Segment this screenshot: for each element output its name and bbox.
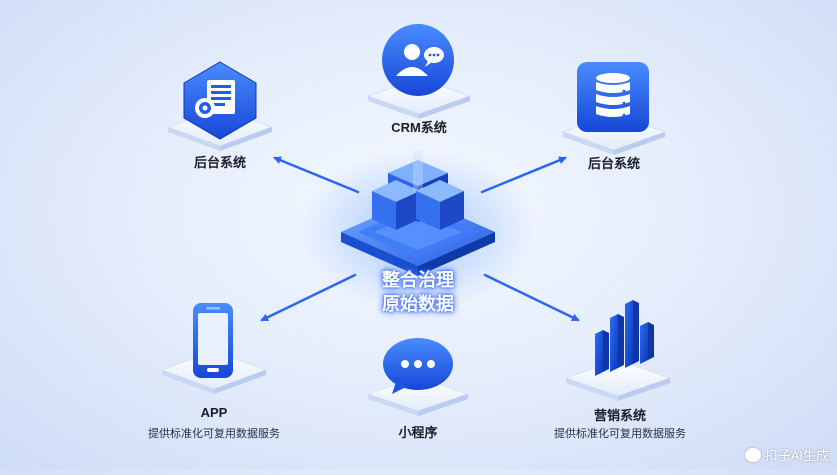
- arrow-to-backend-left: [273, 156, 360, 194]
- data-cubes-icon: [372, 150, 464, 230]
- bar-chart-icon: [595, 300, 654, 376]
- watermark: 扣子AI生成: [744, 445, 829, 464]
- node-crm: [366, 24, 472, 119]
- backend-left-label: 后台系统: [193, 155, 246, 170]
- marketing-label: 营销系统: [593, 408, 646, 423]
- node-backend-right: [561, 62, 667, 155]
- arrow-to-marketing: [483, 273, 580, 322]
- chat-bubble-icon: [383, 338, 453, 394]
- node-marketing: [564, 300, 672, 401]
- app-label: APP: [200, 405, 228, 420]
- center-title-line2: 原始数据: [382, 294, 454, 314]
- arrow-to-backend-right: [480, 156, 567, 194]
- center-title: 整合治理 原始数据: [358, 268, 478, 316]
- watermark-text: 扣子AI生成: [764, 448, 829, 463]
- app-sublabel: 提供标准化可复用数据服务: [148, 428, 280, 440]
- node-app: [160, 303, 268, 394]
- center-title-line1: 整合治理: [382, 270, 454, 290]
- user-chat-icon: [382, 24, 454, 96]
- marketing-sublabel: 提供标准化可复用数据服务: [554, 428, 686, 440]
- watermark-logo-icon: [744, 447, 761, 462]
- miniprogram-label: 小程序: [398, 425, 438, 440]
- document-settings-icon: [183, 61, 257, 140]
- node-backend-left: [166, 61, 274, 151]
- backend-right-label: 后台系统: [587, 156, 640, 171]
- node-miniprogram: [366, 338, 470, 416]
- smartphone-icon: [193, 303, 233, 378]
- database-icon: [577, 62, 649, 132]
- arrow-to-app: [260, 273, 357, 322]
- crm-label: CRM系统: [391, 120, 447, 135]
